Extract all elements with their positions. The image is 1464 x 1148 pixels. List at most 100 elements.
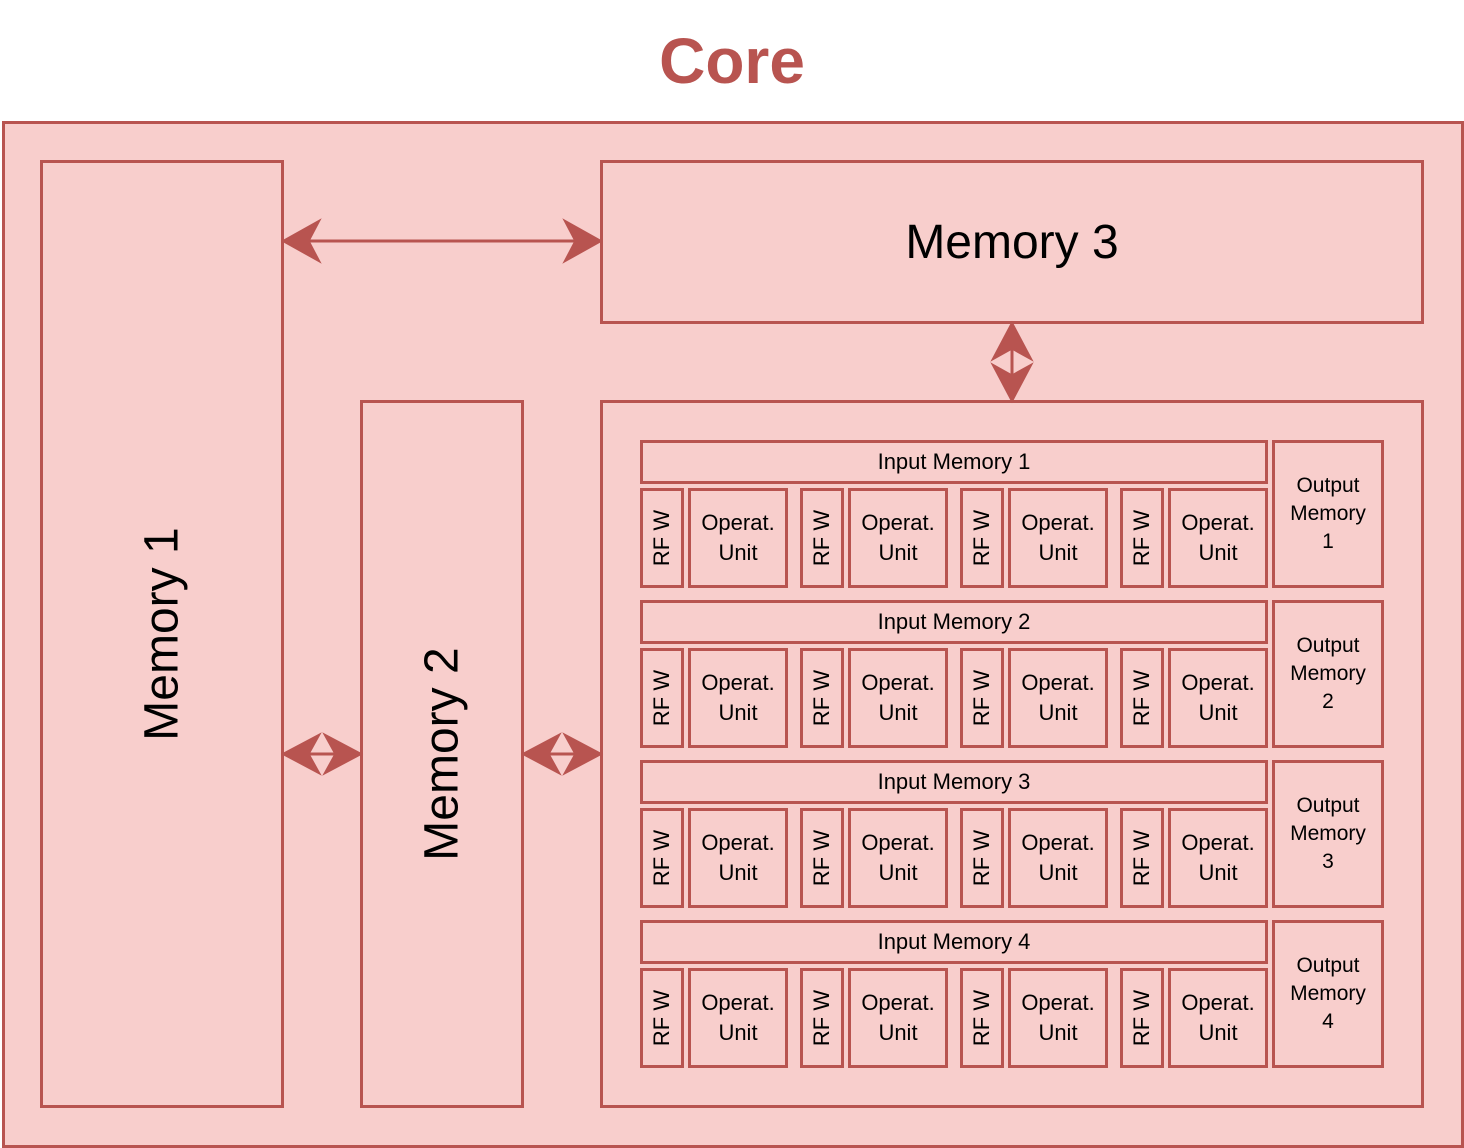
operat-unit-line: Operat. (701, 990, 775, 1015)
operat-unit-line: Operat. (1181, 830, 1255, 855)
rf-w-label: RF W (969, 509, 994, 567)
operat-unit-box: Operat. Unit (848, 968, 948, 1068)
operat-unit-box: Operat. Unit (1008, 808, 1108, 908)
rf-w-label: RF W (1129, 669, 1154, 727)
operat-unit-line: Operat. (701, 670, 775, 695)
rf-w-box: RF W (960, 648, 1004, 748)
memory-2-box: Memory 2 (360, 400, 524, 1108)
rf-w-label: RF W (1129, 509, 1154, 567)
output-memory-line: Output (1296, 634, 1360, 657)
input-memory-1: Input Memory 1 (640, 440, 1268, 484)
operat-unit-line: Unit (878, 540, 918, 565)
input-memory-2: Input Memory 2 (640, 600, 1268, 644)
operat-unit-line: Unit (1038, 700, 1078, 725)
rf-w-label: RF W (969, 989, 994, 1047)
operat-unit-line: Unit (1198, 700, 1238, 725)
rf-w-box: RF W (800, 648, 844, 748)
rf-w-label: RF W (809, 669, 834, 727)
operat-unit-line: Unit (878, 1020, 918, 1045)
operat-unit-line: Unit (1198, 860, 1238, 885)
operat-unit-line: Unit (718, 700, 758, 725)
output-memory-line: 1 (1322, 530, 1334, 553)
operat-unit-box: Operat.Unit (1168, 488, 1268, 588)
output-memory-line: 4 (1322, 1010, 1334, 1033)
output-memory-line: Memory (1290, 502, 1366, 525)
operat-unit-line: Operat. (861, 670, 935, 695)
rf-w-label: RF W (809, 989, 834, 1047)
memory-1-label: Memory 1 (135, 527, 189, 741)
operat-unit-box: Operat. Unit (848, 648, 948, 748)
rf-w-box: RF W (640, 648, 684, 748)
rf-w-label: RF W (809, 509, 834, 567)
rf-w-box: RF W (800, 968, 844, 1068)
operat-unit-box: Operat. Unit (1168, 968, 1268, 1068)
operat-unit-line: Unit (718, 540, 758, 565)
input-memory-label: Input Memory 2 (877, 609, 1031, 634)
operat-unit-box: Operat. Unit (848, 808, 948, 908)
operat-unit-box: Operat. Unit (1168, 648, 1268, 748)
operat-unit-line: Operat. (861, 830, 935, 855)
rf-w-box: RF W (960, 968, 1004, 1068)
operat-unit-line: Unit (878, 860, 918, 885)
operat-unit-line: Operat. (701, 510, 775, 535)
operat-unit-line: Operat. (1021, 510, 1095, 535)
operat-unit-line: Unit (1038, 860, 1078, 885)
operat-unit-line: Unit (718, 1020, 758, 1045)
operat-unit-line: Unit (1038, 540, 1078, 565)
output-memory-line: Memory (1290, 822, 1366, 845)
operat-unit-line: Operat. (701, 830, 775, 855)
rf-w-label: RF W (649, 509, 674, 567)
operat-unit-box: Operat.Unit (1008, 648, 1108, 748)
rf-w-box: RF W (640, 968, 684, 1068)
rf-w-box: RF W (1120, 488, 1164, 588)
memory-3-label: Memory 3 (905, 215, 1119, 269)
rf-w-label: RF W (649, 829, 674, 887)
input-memory-3: Input Memory 3 (640, 760, 1268, 804)
rf-w-box: RF W (640, 488, 684, 588)
output-memory-line: Output (1296, 474, 1360, 497)
operat-unit-box: Operat. Unit (688, 488, 788, 588)
operat-unit-line: Operat. (1021, 830, 1095, 855)
operat-unit-line: Unit (1198, 1020, 1238, 1045)
operat-unit-box: Operat. Unit (688, 808, 788, 908)
rf-w-box: RF W (800, 808, 844, 908)
operat-unit-box: Operat. Unit (1008, 968, 1108, 1068)
operat-unit-box: Operat. Unit (1008, 488, 1108, 588)
rf-w-label: RF W (809, 829, 834, 887)
memory-2-label: Memory 2 (415, 647, 469, 861)
diagram-title: Core (659, 25, 805, 97)
operat-unit-box: Operat.Unit (848, 488, 948, 588)
operat-unit-line: Unit (718, 860, 758, 885)
rf-w-box: RF W (1120, 808, 1164, 908)
rf-w-box: RF W (1120, 968, 1164, 1068)
input-memory-label: Input Memory 4 (877, 929, 1031, 954)
input-memory-label: Input Memory 1 (877, 449, 1031, 474)
memory-1-box: Memory 1 (40, 160, 284, 1108)
output-memory-line: Output (1296, 794, 1360, 817)
rf-w-label: RF W (1129, 989, 1154, 1047)
operat-unit-line: Operat. (861, 990, 935, 1015)
operat-unit-box: Operat. Unit (688, 968, 788, 1068)
input-memory-label: Input Memory 3 (877, 769, 1031, 794)
operat-unit-line: Operat. (1181, 670, 1255, 695)
operat-unit-line: Operat. (1181, 510, 1255, 535)
output-memory-line: Output (1296, 954, 1360, 977)
rf-w-label: RF W (649, 669, 674, 727)
operat-unit-box: Operat. Unit (688, 648, 788, 748)
rf-w-box: RF W (960, 808, 1004, 908)
operat-unit-line: Unit (1038, 1020, 1078, 1045)
operat-unit-line: Operat. (1021, 990, 1095, 1015)
operat-unit-line: Operat. (1181, 990, 1255, 1015)
rf-w-box: RF W (640, 808, 684, 908)
rf-w-label: RF W (969, 829, 994, 887)
output-memory-line: Memory (1290, 982, 1366, 1005)
operat-unit-box: Operat. Unit (1168, 808, 1268, 908)
output-memory-line: 2 (1322, 690, 1334, 713)
input-memory-4: Input Memory 4 (640, 920, 1268, 964)
operat-unit-line: Unit (878, 700, 918, 725)
rf-w-box: RF W (800, 488, 844, 588)
